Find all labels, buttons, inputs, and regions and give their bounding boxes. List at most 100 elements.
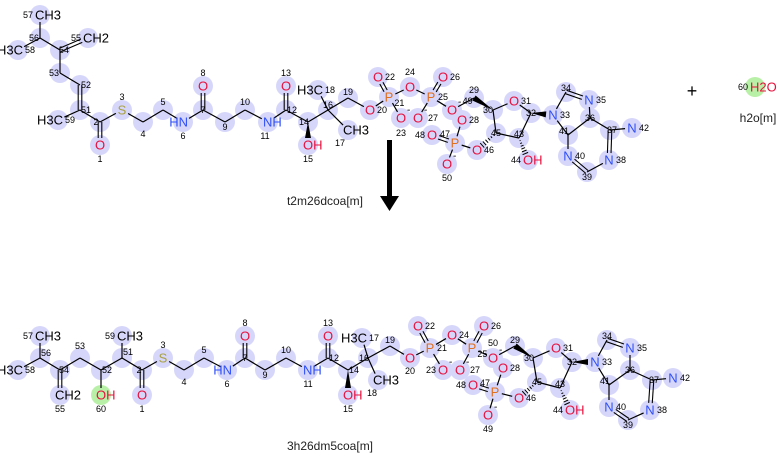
atom-4: 4 xyxy=(181,377,186,387)
bond-2-1 xyxy=(139,370,145,388)
bond-34-35 xyxy=(565,89,584,100)
atom-number: 52 xyxy=(81,80,91,90)
atom-54: 54 xyxy=(59,45,69,55)
atom-highlight xyxy=(379,87,399,107)
atom-label: HN xyxy=(213,363,232,378)
atom-number: 29 xyxy=(510,335,520,345)
atom-label: O xyxy=(483,408,493,423)
bond-54-53 xyxy=(59,357,81,371)
atom-number: 35 xyxy=(637,343,647,353)
atom-label: O xyxy=(396,111,406,126)
atom-32: 32 xyxy=(526,108,536,118)
atom-highlight xyxy=(298,360,318,380)
bond-16-19 xyxy=(367,345,391,359)
atom-number: 31 xyxy=(563,343,573,353)
atom-number: 46 xyxy=(484,145,494,155)
atom-49: O-49 xyxy=(447,96,473,118)
bond-19-20 xyxy=(389,345,405,355)
atom-number: 32 xyxy=(567,357,577,367)
atom-1: O1 xyxy=(137,388,147,415)
atom-43: 43 xyxy=(555,379,565,389)
atom-label: N xyxy=(563,149,572,164)
atom-34: 34 xyxy=(561,83,571,93)
atom-label: OH xyxy=(303,138,323,153)
bond-41-33 xyxy=(556,120,569,136)
atom-label: OH xyxy=(565,403,585,418)
atom-12: 12 xyxy=(329,353,339,363)
atom-charge: - xyxy=(424,105,427,116)
bond-45-30 xyxy=(492,109,497,134)
atom-8: O8 xyxy=(198,68,208,94)
atom-number: 44 xyxy=(553,405,563,415)
atom-number: 12 xyxy=(329,353,339,363)
bond-56-54 xyxy=(39,37,61,51)
bond-12-14 xyxy=(327,357,349,371)
atom-number: 47 xyxy=(480,378,490,388)
atom-number: 22 xyxy=(385,72,395,82)
atom-number: 32 xyxy=(526,108,536,118)
atom-label: O xyxy=(281,79,291,94)
atom-number: 8 xyxy=(200,68,205,78)
atom-charge: - xyxy=(407,105,410,116)
atom-highlight xyxy=(30,326,50,346)
bond-49-29 xyxy=(457,97,475,108)
atom-label: O xyxy=(427,128,437,143)
atom-45: 45 xyxy=(491,128,501,138)
atom-50: O-50 xyxy=(442,151,456,183)
bond-2-1 xyxy=(97,122,103,138)
atom-43: 43 xyxy=(514,129,524,139)
bond-10-11 xyxy=(244,109,263,120)
bond-4-5 xyxy=(183,357,205,371)
atom-label: O xyxy=(479,319,489,334)
bond-12-13 xyxy=(283,93,289,110)
atoms: O12S345HN67O8910NH1112O1314OH1516CH317H3… xyxy=(0,8,777,435)
atom-6: HN6 xyxy=(169,115,188,142)
atom-19: 19 xyxy=(343,87,353,97)
bond-41-33 xyxy=(598,367,610,386)
atom-number: 34 xyxy=(561,83,571,93)
bond-21-22 xyxy=(419,331,429,343)
bond-47-50 xyxy=(448,149,454,158)
atom-number: 1 xyxy=(139,404,144,414)
atom-number: 4 xyxy=(181,377,186,387)
atom-label: H3C xyxy=(0,43,23,58)
atom-label: N xyxy=(590,355,599,370)
atom-highlight xyxy=(433,360,453,380)
atom-label: P xyxy=(385,90,394,105)
bond-9-10 xyxy=(224,109,246,123)
atom-3: S3 xyxy=(118,92,127,118)
atom-highlight xyxy=(504,91,524,111)
atom-number: 26 xyxy=(450,72,460,82)
atom-13: O13 xyxy=(323,318,333,344)
atom-number: 41 xyxy=(559,126,569,136)
atom-16: 16 xyxy=(323,100,333,110)
atom-label: CH3 xyxy=(35,329,61,344)
bond-56-58 xyxy=(23,37,41,48)
atom-53: 53 xyxy=(49,68,59,78)
bond-51-2 xyxy=(79,109,101,123)
atom-number: 1 xyxy=(97,154,102,164)
atom-37: 37 xyxy=(607,125,617,135)
bond-39-40 xyxy=(571,158,589,174)
atom-label: O xyxy=(405,351,415,366)
atom-highlight xyxy=(422,125,442,145)
atom-highlight xyxy=(308,80,328,100)
bond-47-49 xyxy=(489,398,494,409)
atom-label: O xyxy=(551,341,561,356)
atom-charge: - xyxy=(453,151,456,162)
bond-25-26 xyxy=(473,331,483,343)
atom-label: O xyxy=(240,329,250,344)
atom-number: 56 xyxy=(29,33,39,43)
atom-8: O8 xyxy=(240,318,250,344)
atom-highlight xyxy=(474,316,494,336)
